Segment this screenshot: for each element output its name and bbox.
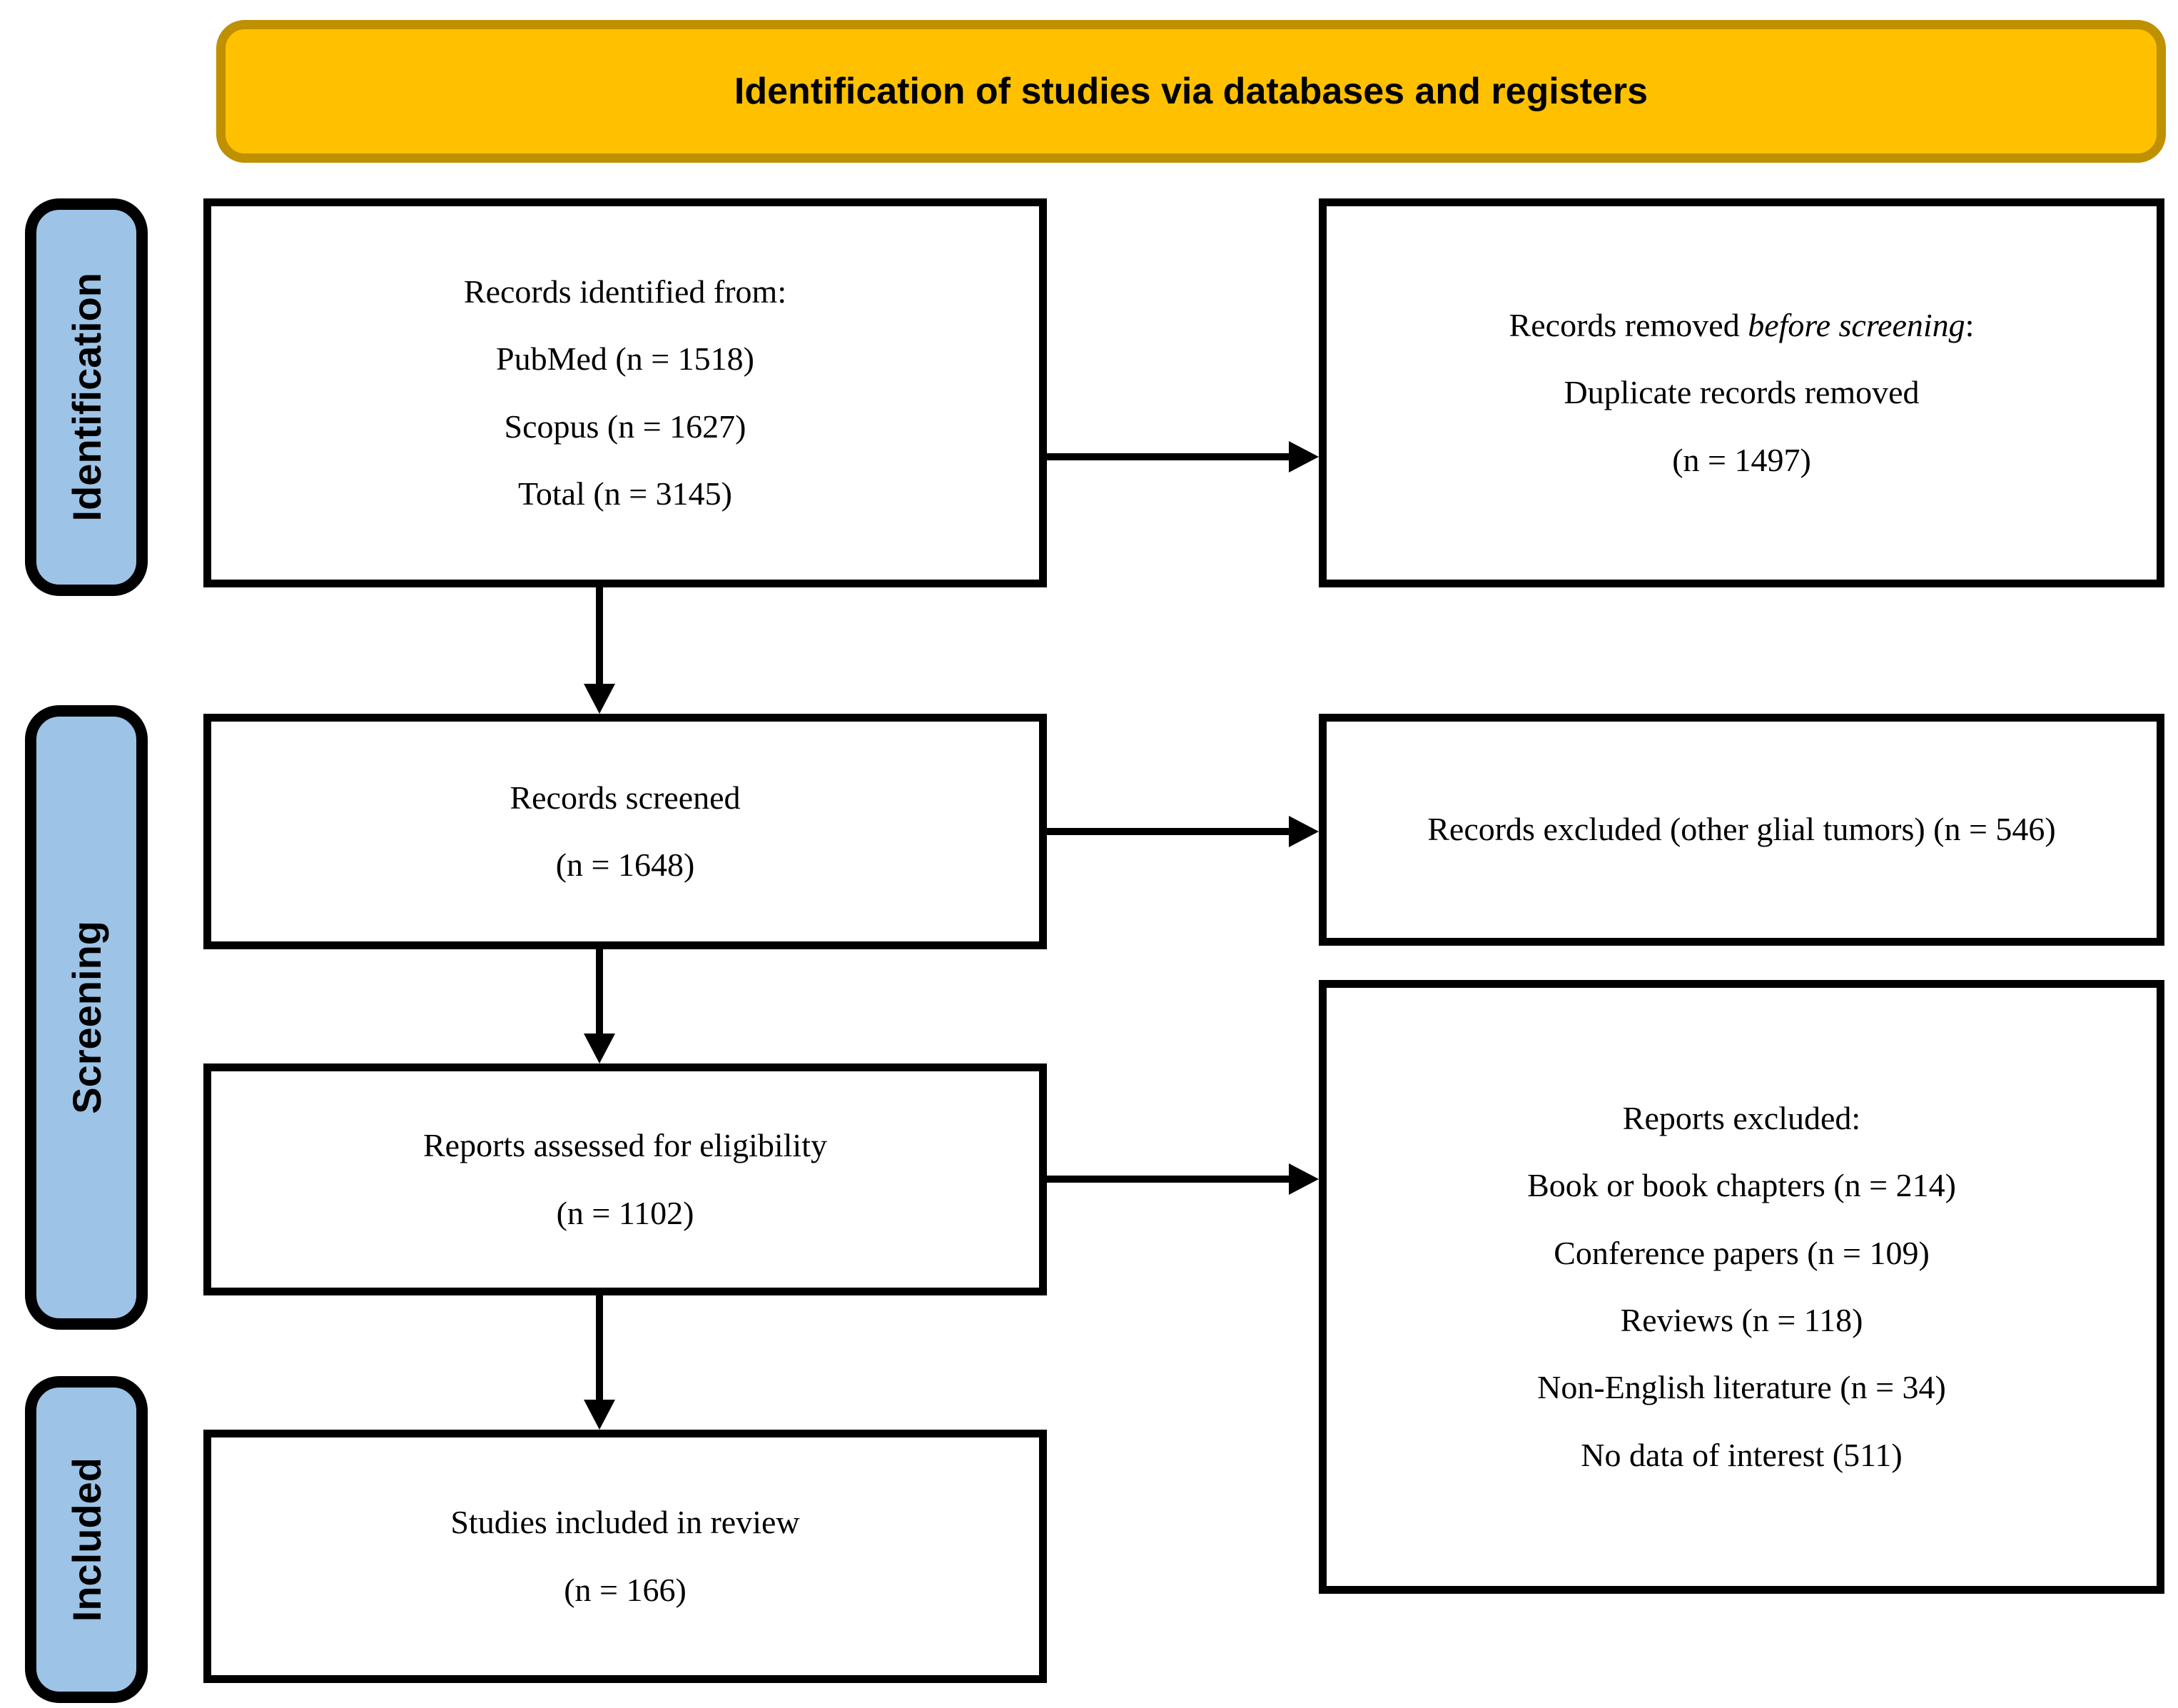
box-records-identified: Records identified from: PubMed (n = 151… <box>203 198 1047 587</box>
stage-identification-label: Identification <box>64 273 109 522</box>
records-identified-line: Total (n = 3145) <box>518 475 732 512</box>
banner: Identification of studies via databases … <box>216 20 2166 163</box>
records-removed-italic: before screening <box>1748 307 1965 344</box>
reports-assessed-line: (n = 1102) <box>556 1194 694 1231</box>
arrow-right-assessed-to-excluded <box>1045 1163 1319 1195</box>
stage-included-label: Included <box>64 1457 109 1622</box>
banner-title: Identification of studies via databases … <box>734 71 1648 112</box>
arrow-down-identified-to-screened <box>584 587 615 714</box>
studies-included-line: Studies included in review <box>450 1504 800 1541</box>
reports-excluded-line: No data of interest (511) <box>1581 1436 1903 1473</box>
reports-excluded-line: Book or book chapters (n = 214) <box>1527 1167 1956 1204</box>
studies-included-line: (n = 166) <box>564 1571 687 1608</box>
stage-identification: Identification <box>25 198 148 596</box>
records-identified-line: Records identified from: <box>463 273 787 310</box>
box-records-screened: Records screened (n = 1648) <box>203 714 1047 949</box>
records-removed-line: Records removed before screening: <box>1509 292 1975 359</box>
reports-excluded-line: Non-English literature (n = 34) <box>1537 1369 1946 1406</box>
records-excluded-text: Records excluded (other glial tumors) (n… <box>1427 811 2056 848</box>
records-removed-suffix: : <box>1965 307 1975 344</box>
arrow-down-assessed-to-included <box>584 1295 615 1430</box>
box-reports-assessed: Reports assessed for eligibility (n = 11… <box>203 1063 1047 1295</box>
records-screened-line: (n = 1648) <box>555 847 695 883</box>
records-screened-line: Records screened <box>510 779 741 816</box>
records-removed-line: (n = 1497) <box>1672 441 1811 478</box>
box-studies-included: Studies included in review (n = 166) <box>203 1430 1047 1683</box>
arrow-down-screened-to-assessed <box>584 949 615 1063</box>
records-removed-prefix: Records removed <box>1509 307 1748 344</box>
reports-excluded-line: Reports excluded: <box>1622 1100 1861 1137</box>
records-removed-line: Duplicate records removed <box>1564 374 1920 411</box>
box-records-excluded: Records excluded (other glial tumors) (n… <box>1319 714 2164 946</box>
stage-included: Included <box>25 1376 148 1703</box>
records-identified-line: PubMed (n = 1518) <box>496 340 754 378</box>
arrow-right-screened-to-excluded <box>1045 816 1319 847</box>
reports-excluded-line: Conference papers (n = 109) <box>1554 1234 1930 1271</box>
reports-excluded-line: Reviews (n = 118) <box>1620 1302 1863 1338</box>
reports-assessed-line: Reports assessed for eligibility <box>423 1127 827 1164</box>
box-reports-excluded: Reports excluded: Book or book chapters … <box>1319 980 2164 1594</box>
stage-screening-label: Screening <box>64 921 109 1114</box>
records-identified-line: Scopus (n = 1627) <box>504 408 746 445</box>
stage-screening: Screening <box>25 705 148 1330</box>
arrow-right-identified-to-removed <box>1045 441 1319 473</box>
box-records-removed: Records removed before screening: Duplic… <box>1319 198 2164 587</box>
